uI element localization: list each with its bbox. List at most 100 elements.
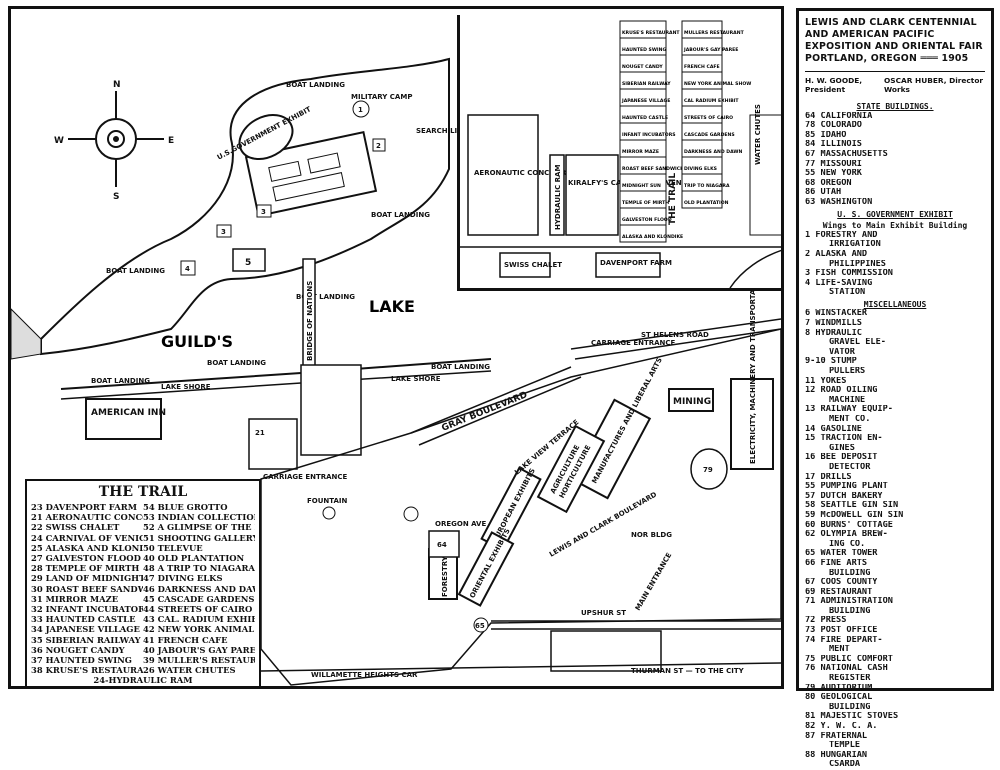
auditorium-79[interactable] bbox=[690, 448, 728, 490]
legend-entry: 40 JABOUR'S GAY PAREE bbox=[143, 644, 255, 655]
svg-text:21: 21 bbox=[255, 429, 265, 437]
manufactures-label: MANUFACTURES AND LIBERAL ARTS bbox=[591, 356, 664, 485]
svg-text:3: 3 bbox=[221, 228, 226, 236]
electricity-label: ELECTRICITY, MACHINERY AND TRANSPORTATIO… bbox=[749, 271, 757, 464]
legend-entry: 88 HUNGARIAN bbox=[805, 750, 868, 760]
legend-entry: ING CO. bbox=[829, 539, 866, 549]
legend-entry: 86 UTAH bbox=[805, 188, 842, 198]
legend-entry: 1 FORESTRY AND bbox=[805, 230, 878, 240]
trail-block[interactable] bbox=[300, 364, 362, 456]
trail-attraction-label: MULLERS RESTAURANT bbox=[684, 30, 745, 36]
nor-bldg-label: NOR BLDG bbox=[631, 531, 672, 539]
legend-entry: 15 TRACTION EN- bbox=[805, 434, 883, 444]
legend-entry: 28 TEMPLE OF MIRTH bbox=[31, 563, 140, 574]
trail-attraction-label: KRUSE'S RESTAURANT bbox=[622, 30, 680, 36]
legend-entry: 64 CALIFORNIA bbox=[805, 111, 873, 121]
legend-entry: DETECTOR bbox=[829, 462, 871, 472]
legend-entry: 23 DAVENPORT FARM bbox=[31, 502, 137, 512]
lake-shore-label-2: LAKE SHORE bbox=[391, 375, 441, 383]
aeronautic-concourse[interactable] bbox=[467, 114, 539, 236]
electricity-building[interactable] bbox=[730, 378, 774, 470]
american-inn-label: AMERICAN INN bbox=[91, 408, 166, 418]
trail-inset: AERONAUTIC CONCOURSE HYDRAULIC RAM KIRAL… bbox=[457, 15, 781, 291]
exposition-map: U.S.GOVERNMENT EXHIBIT 5 1 2 3 3 4 MILIT… bbox=[8, 6, 784, 689]
legend-entry: 48 A TRIP TO NIAGARA bbox=[143, 563, 255, 574]
trail-attraction-label: ALASKA AND KLONDIKE bbox=[622, 234, 683, 240]
bridge-label: BRIDGE OF NATIONS bbox=[306, 281, 314, 361]
legend-entry: 80 GEOLOGICAL bbox=[805, 693, 873, 703]
legend-entry: 14 GASOLINE bbox=[805, 424, 862, 434]
legend-entry: PHILIPPINES bbox=[829, 259, 886, 269]
svg-text:79: 79 bbox=[703, 466, 713, 474]
trail-attraction-label: NEW YORK ANIMAL SHOW bbox=[684, 81, 751, 87]
oregon-ave-label: OREGON AVE bbox=[435, 520, 486, 528]
trail-attraction-box[interactable] bbox=[619, 224, 667, 243]
legend-entry: 60 BURNS' COTTAGE bbox=[805, 520, 893, 530]
willamette-label: WILLAMETTE HEIGHTS CAR bbox=[311, 671, 418, 679]
legend-entry: 21 AERONAUTIC CONCOURSE bbox=[31, 512, 143, 523]
legend-entry: 58 SEATTLE GIN SIN bbox=[805, 501, 899, 511]
carnival-of-venice[interactable] bbox=[565, 154, 619, 236]
boat-landing-label-7: BOAT LANDING bbox=[431, 363, 490, 371]
svg-text:2: 2 bbox=[376, 142, 381, 150]
water-chutes-label: WATER CHUTES bbox=[754, 104, 762, 165]
legend-entry: 71 ADMINISTRATION bbox=[805, 597, 893, 607]
legend-entry: 85 IDAHO bbox=[805, 130, 847, 140]
officer-president: H. W. GOODE, President bbox=[805, 76, 863, 94]
legend-entry: 84 ILLINOIS bbox=[805, 140, 862, 150]
legend-entry: 30 ROAST BEEF SANDWICHES bbox=[31, 583, 143, 594]
main-entrance-label: MAIN ENTRANCE bbox=[634, 551, 674, 612]
legend-entry: GINES bbox=[829, 443, 855, 453]
trail-attraction-box[interactable] bbox=[681, 190, 723, 209]
thurman-label: THURMAN ST — TO THE CITY bbox=[631, 667, 745, 675]
american-inn[interactable] bbox=[85, 398, 162, 440]
legend-entry: 43 CAL. RADIUM EXHIBIT bbox=[143, 614, 255, 625]
trail-legend-footer: 24-HYDRAULIC RAM bbox=[93, 675, 193, 686]
legend-entry: REGISTER bbox=[829, 674, 871, 684]
legend-title: LEWIS AND CLARK CENTENNIAL AND AMERICAN … bbox=[805, 17, 983, 64]
legend-entry: 39 MULLER'S RESTAURANT bbox=[143, 655, 255, 666]
legend-entry: 25 ALASKA AND KLONDIKE bbox=[31, 542, 143, 553]
legend-entry: 75 PUBLIC COMFORT bbox=[805, 654, 893, 664]
lake-label-2: LAKE bbox=[369, 297, 415, 316]
gov-exhibit-heading: U. S. GOVERNMENT EXHIBIT bbox=[837, 209, 953, 219]
legend-entry: 31 MIRROR MAZE bbox=[31, 593, 119, 604]
trail-attraction-label: OLD PLANTATION bbox=[684, 200, 729, 206]
trail-attraction-label: HAUNTED CASTLE bbox=[622, 115, 668, 121]
building-5[interactable] bbox=[232, 248, 266, 272]
svg-text:4: 4 bbox=[185, 265, 190, 273]
legend-entry: 22 SWISS CHALET bbox=[31, 522, 120, 533]
svg-text:64: 64 bbox=[437, 541, 447, 549]
svg-text:1: 1 bbox=[358, 106, 363, 114]
legend-entry: 68 OREGON bbox=[805, 178, 852, 188]
legend-entry: 36 NOUGET CANDY bbox=[31, 644, 125, 655]
hydraulic-ram-label: HYDRAULIC RAM bbox=[554, 165, 562, 230]
the-trail-inset-label: THE TRAIL bbox=[668, 173, 678, 225]
legend-entry: 11 YOKES bbox=[805, 376, 847, 386]
trail-attraction-label: DIVING ELKS bbox=[684, 166, 717, 172]
legend-entry: 16 BEE DEPOSIT bbox=[805, 453, 878, 463]
st-helens-label: ST HELENS ROAD bbox=[641, 331, 709, 339]
legend-entry: BUILDING bbox=[829, 702, 871, 712]
davenport-farm[interactable] bbox=[595, 252, 661, 278]
trail-attraction-label: FRENCH CAFE bbox=[684, 64, 720, 70]
legend-entry: 41 FRENCH CAFE bbox=[143, 634, 228, 645]
trail-attraction-label: DARKNESS AND DAWN bbox=[684, 149, 742, 155]
legend-entry: IRRIGATION bbox=[829, 240, 881, 250]
legend-entry: TEMPLE bbox=[829, 741, 861, 751]
legend-entry: 2 ALASKA AND bbox=[805, 249, 868, 259]
legend-entry: 12 ROAD OILING bbox=[805, 386, 878, 396]
legend-entry: MENT bbox=[829, 645, 850, 655]
trail-attraction-label: JAPANESE VILLAGE bbox=[621, 98, 670, 104]
legend-entry: 6 WINSTACKER bbox=[805, 309, 868, 319]
boat-landing-label-4: BOAT LANDING bbox=[296, 293, 355, 301]
manufactures-building[interactable]: MANUFACTURES AND LIBERAL ARTS bbox=[570, 348, 677, 500]
swiss-chalet[interactable] bbox=[499, 252, 551, 278]
trail-attraction-label: MIRROR MAZE bbox=[622, 149, 659, 155]
trail-attraction-label: CASCADE GARDENS bbox=[684, 132, 735, 138]
building-21[interactable] bbox=[248, 418, 298, 470]
mining-building[interactable] bbox=[668, 388, 714, 412]
trail-attraction-label: CAL RADIUM EXHIBIT bbox=[684, 98, 739, 104]
